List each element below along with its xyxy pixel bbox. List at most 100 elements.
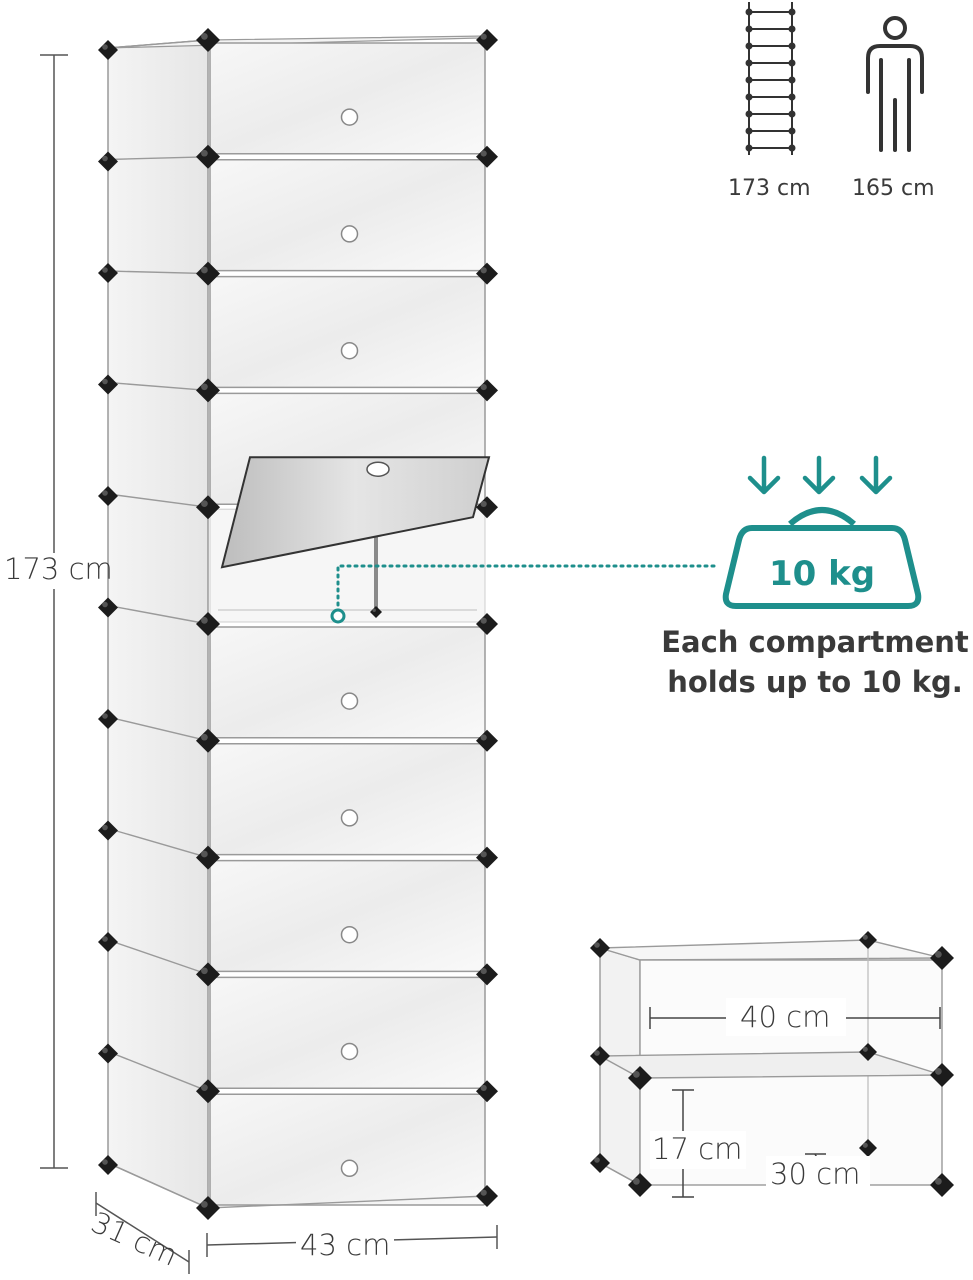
side-shelf-edge xyxy=(107,270,209,275)
weight-pointer xyxy=(330,564,716,624)
side-shelf-edge xyxy=(107,827,209,859)
module-depth-label: 30 cm xyxy=(770,1157,861,1191)
back-left-connector xyxy=(98,1155,118,1175)
person-height-label: 165 cm xyxy=(852,176,935,201)
back-left-connector xyxy=(98,151,118,172)
ladder-node xyxy=(745,25,753,33)
connector-highlight xyxy=(102,713,108,719)
ladder-node xyxy=(745,8,753,16)
ladder-node xyxy=(788,8,796,16)
door-panel xyxy=(209,275,486,389)
back-left-connector xyxy=(98,263,118,283)
module-connector xyxy=(859,931,877,949)
connector-highlight xyxy=(480,33,487,40)
total-height-label: 173 cm xyxy=(4,552,113,586)
module-top-panel xyxy=(599,939,943,961)
module-connector xyxy=(590,938,610,958)
side-shelf-edge xyxy=(107,39,209,49)
front-left-connector xyxy=(196,728,220,753)
door-handle-hole xyxy=(366,461,390,477)
connector-highlight xyxy=(201,1084,208,1091)
front-right-connector xyxy=(476,846,498,869)
front-right-connector xyxy=(476,613,498,635)
ladder-node xyxy=(788,25,796,33)
door-handle-hole xyxy=(340,108,359,126)
height-dimension-line xyxy=(40,54,68,1169)
connector-highlight xyxy=(201,383,208,391)
single-module-illustration xyxy=(590,931,954,1197)
weight-caption: Each compartment holds up to 10 kg. xyxy=(640,622,973,702)
connector-highlight xyxy=(862,934,868,940)
connector-highlight xyxy=(633,1178,640,1185)
door-panel xyxy=(209,1093,486,1206)
ladder-node xyxy=(788,93,796,101)
shoe-cabinet xyxy=(98,28,498,1220)
ladder-node xyxy=(745,93,753,101)
front-left-connector xyxy=(196,495,220,520)
front-right-connector xyxy=(476,145,498,168)
back-left-connector xyxy=(98,820,118,841)
back-left-connector xyxy=(98,1043,118,1064)
connector-highlight xyxy=(480,500,487,507)
connector-highlight xyxy=(102,824,108,831)
front-bottom-edge xyxy=(207,1195,488,1209)
back-left-connector xyxy=(98,709,118,729)
module-connector xyxy=(930,946,954,970)
ladder-node xyxy=(788,59,796,67)
depth-dimension-line xyxy=(95,1192,190,1274)
connector-highlight xyxy=(480,267,487,274)
weight-value: 10 kg xyxy=(769,554,875,594)
side-shelf-edge xyxy=(107,604,209,625)
front-right-connector xyxy=(476,963,498,986)
front-right-connector xyxy=(476,1185,498,1207)
module-connector xyxy=(628,1173,652,1197)
down-arrow-icon xyxy=(747,455,893,495)
back-left-connector xyxy=(98,486,118,506)
connector-highlight xyxy=(201,617,208,624)
module-width-label: 40 cm xyxy=(740,1000,831,1034)
door-handle-hole xyxy=(340,1042,359,1061)
side-shelf-edge xyxy=(107,156,209,161)
weight-caption-line1: Each compartment xyxy=(661,625,969,659)
door-handle-hole xyxy=(340,692,359,710)
connector-highlight xyxy=(102,601,108,608)
ladder-node xyxy=(745,76,753,84)
connector-highlight xyxy=(102,490,108,496)
connector-highlight xyxy=(594,1157,600,1163)
connector-highlight xyxy=(480,1189,487,1196)
front-left-connector xyxy=(196,612,220,636)
ladder-height-label: 173 cm xyxy=(728,176,811,201)
back-left-connector xyxy=(98,40,118,60)
person-icon xyxy=(866,16,924,152)
connector-highlight xyxy=(102,936,108,942)
connector-highlight xyxy=(935,1068,942,1075)
connector-highlight xyxy=(480,968,487,975)
connector-highlight xyxy=(862,1046,868,1052)
connector-highlight xyxy=(935,951,942,958)
connector-highlight xyxy=(594,942,600,948)
connector-highlight xyxy=(201,733,208,741)
connector-highlight xyxy=(201,850,208,858)
door-panel xyxy=(209,859,486,973)
connector-highlight xyxy=(201,149,208,157)
front-right-connector xyxy=(476,262,498,285)
connector-highlight xyxy=(862,1142,868,1148)
front-left-connector xyxy=(196,28,220,52)
ladder-node xyxy=(788,110,796,118)
door-handle-hole xyxy=(340,1159,359,1178)
module-width-label-bg xyxy=(726,998,846,1036)
side-shelf-edge xyxy=(107,716,209,742)
module-height-label: 17 cm xyxy=(652,1132,743,1166)
connector-highlight xyxy=(594,1050,600,1056)
front-left-connector xyxy=(196,261,220,286)
connector-highlight xyxy=(102,267,108,273)
door-handle-hole xyxy=(340,925,359,944)
cabinet-side-panel xyxy=(107,39,209,1210)
ladder-icon xyxy=(745,2,796,155)
connector-highlight xyxy=(102,1159,108,1165)
module-connector xyxy=(930,1173,954,1197)
rod-foot-connector xyxy=(370,606,382,618)
connector-highlight xyxy=(201,967,208,975)
front-right-connector xyxy=(476,496,498,519)
